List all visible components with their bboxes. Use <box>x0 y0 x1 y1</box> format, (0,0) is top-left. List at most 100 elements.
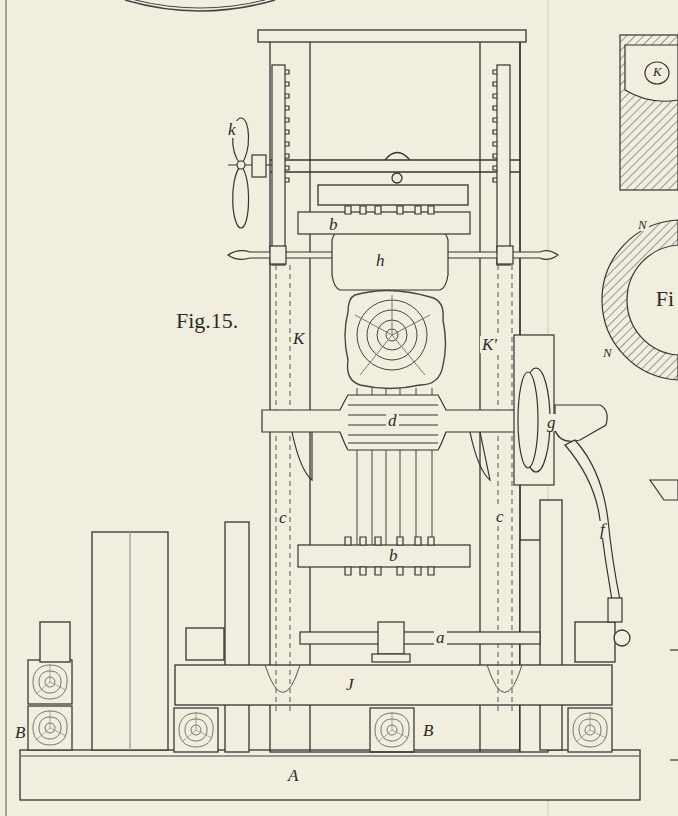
racks <box>285 70 289 182</box>
saw-frame-bottom <box>345 567 434 575</box>
roller-d <box>262 395 548 480</box>
machine-frame <box>40 30 630 752</box>
machine-frame <box>392 173 402 183</box>
gear-g <box>608 598 622 622</box>
machine-frame <box>92 532 168 750</box>
machine-frame <box>129 532 130 750</box>
part-letter: f <box>598 521 607 538</box>
plate-border <box>125 0 275 11</box>
part-letter: c <box>494 508 506 525</box>
part-letter: B <box>13 724 27 741</box>
plate-border <box>135 0 265 8</box>
racks <box>272 65 285 265</box>
saw-frame-top <box>298 206 470 234</box>
part-letter: Fig.15. <box>174 310 240 332</box>
crank-shaft-a <box>300 622 540 662</box>
sleepers <box>28 706 72 750</box>
gear-g <box>514 335 622 622</box>
part-letter: A <box>286 767 300 784</box>
slides-k <box>498 265 499 715</box>
racks <box>493 70 497 182</box>
part-letter: d <box>386 412 399 429</box>
part-letter: g <box>545 414 558 431</box>
sleepers <box>28 660 72 704</box>
roller-d <box>262 395 548 450</box>
slides-k <box>265 265 522 715</box>
right-fragments <box>625 45 678 101</box>
slides-k <box>265 665 300 693</box>
shaft-h <box>270 246 286 264</box>
log <box>355 295 430 375</box>
right-fragments <box>645 62 669 84</box>
base-a <box>20 750 640 800</box>
slides-k <box>512 265 513 715</box>
machine-frame <box>479 42 480 752</box>
sleepers <box>568 708 612 752</box>
right-fragments <box>650 480 678 500</box>
roller-d <box>348 442 438 443</box>
part-letter: b <box>387 547 400 564</box>
part-letter: J <box>344 676 356 693</box>
slides-k <box>487 665 522 693</box>
roller-d <box>292 432 490 480</box>
part-letter: Fi <box>654 288 676 310</box>
saw-frame-bottom <box>298 537 470 575</box>
machine-frame <box>270 171 520 172</box>
saw-frame-top <box>298 212 470 234</box>
shaft-h <box>332 230 448 290</box>
slides-k <box>276 265 277 715</box>
right-fragments <box>620 35 678 190</box>
part-letter: K <box>291 330 306 347</box>
sleepers <box>370 708 414 752</box>
part-letter: b <box>327 216 340 233</box>
shaft-h <box>228 230 558 290</box>
part-letter: a <box>434 629 447 646</box>
gear-g <box>514 335 554 485</box>
roller-d <box>348 434 438 435</box>
sleepers <box>174 708 218 752</box>
part-letter: k <box>226 121 238 138</box>
machine-frame <box>40 622 70 662</box>
fan-k <box>237 161 245 169</box>
right-fragments <box>670 759 678 760</box>
machine-frame <box>318 185 468 205</box>
base-a <box>20 750 640 800</box>
saw-frame-top <box>345 206 434 214</box>
machine-frame <box>175 665 612 705</box>
gear-g <box>565 440 620 600</box>
machine-frame <box>309 42 310 752</box>
shaft-h <box>497 246 513 264</box>
part-letter: h <box>374 252 387 269</box>
log <box>345 290 446 388</box>
machine-frame <box>186 628 224 660</box>
crank-shaft-a <box>378 622 404 654</box>
machine-frame <box>614 630 630 646</box>
right-fragments <box>602 220 678 380</box>
machine-frame <box>270 159 520 160</box>
saw-frame-bottom <box>345 537 434 545</box>
part-letter: K <box>651 65 664 78</box>
machine-frame <box>258 30 526 42</box>
part-letter: K' <box>480 336 499 353</box>
machine-frame <box>225 522 249 752</box>
base-a <box>20 755 640 756</box>
right-fragments <box>670 649 678 650</box>
log <box>345 290 446 388</box>
roller-d <box>348 404 438 405</box>
machine-frame <box>540 500 562 750</box>
saw-frame-bottom <box>298 545 470 567</box>
part-letter: B <box>421 722 435 739</box>
racks <box>497 65 510 265</box>
crank-shaft-a <box>300 632 540 644</box>
machine-frame <box>575 622 615 662</box>
part-letter: c <box>277 509 289 526</box>
fan-k <box>233 165 249 228</box>
plate-border <box>6 0 7 816</box>
part-letter: N <box>636 218 649 231</box>
machine-frame <box>385 153 410 161</box>
fan-k <box>252 155 266 177</box>
gear-g <box>555 405 607 441</box>
crank-shaft-a <box>372 654 410 662</box>
